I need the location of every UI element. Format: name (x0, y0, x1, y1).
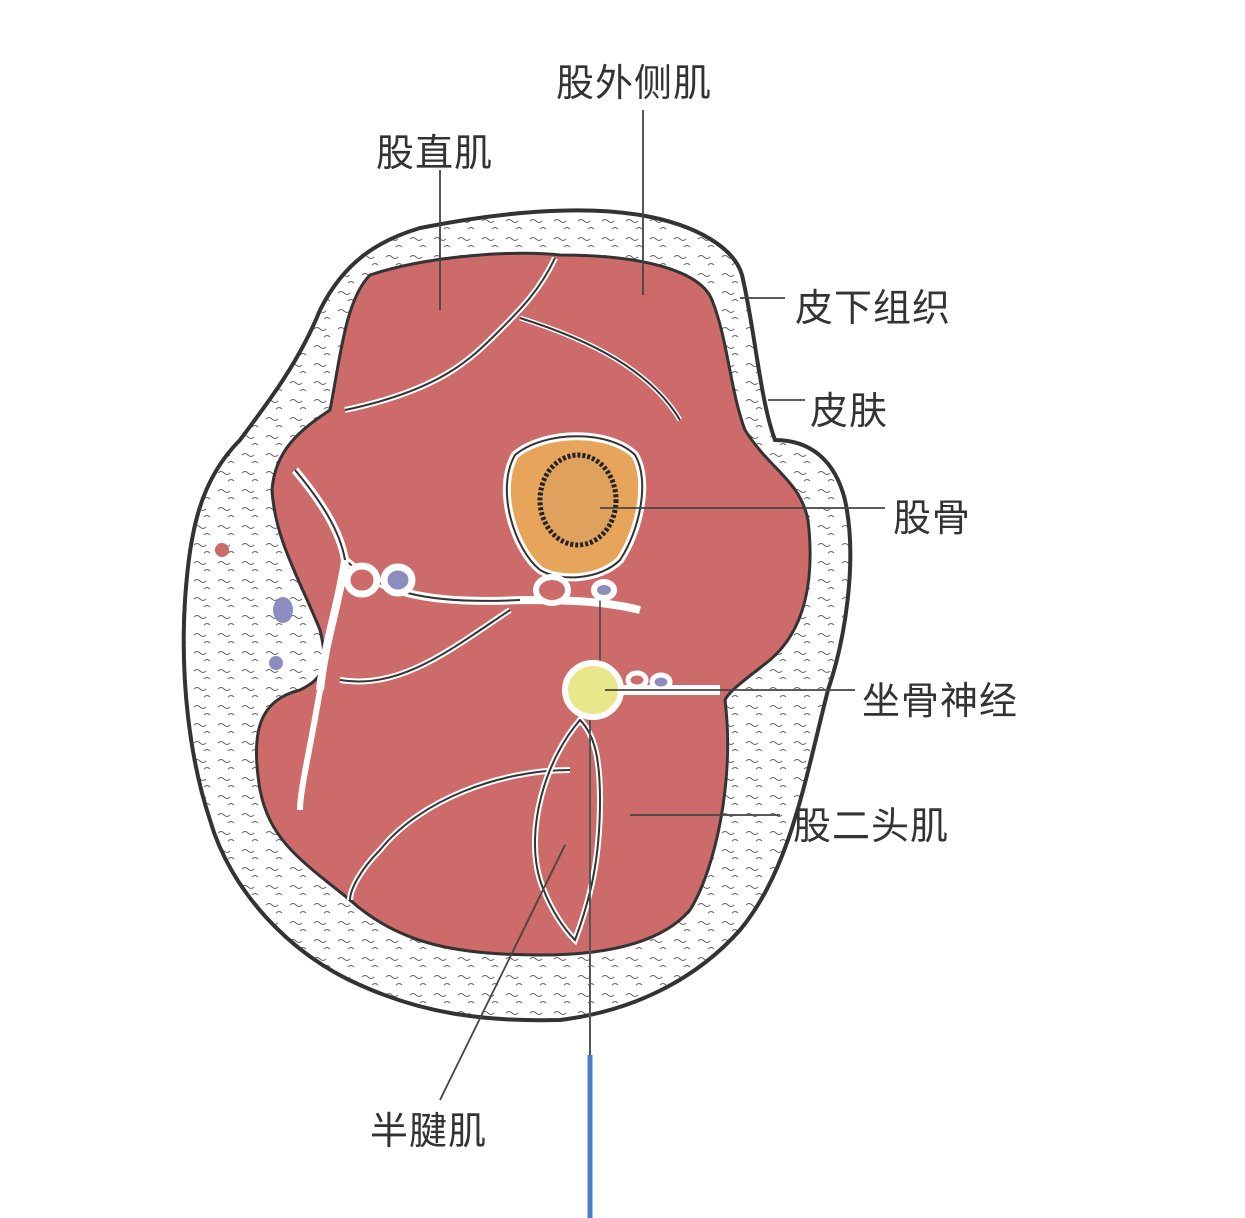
label-rectus-femoris: 股直肌 (376, 131, 494, 175)
label-femur: 股骨 (893, 496, 972, 540)
label-biceps-femoris: 股二头肌 (793, 804, 950, 848)
vessels (215, 543, 673, 692)
label-semitendinosus: 半腱肌 (370, 1109, 488, 1153)
bone-marrow (537, 452, 619, 548)
label-sciatic-nerve: 坐骨神经 (862, 679, 1019, 723)
leader-lines (439, 110, 885, 1101)
femur (502, 432, 647, 582)
muscles (254, 251, 812, 957)
muscle-region (254, 251, 812, 957)
label-subcutaneous: 皮下组织 (795, 286, 952, 330)
label-skin: 皮肤 (810, 389, 889, 433)
label-vastus-lateralis: 股外侧肌 (556, 61, 713, 105)
